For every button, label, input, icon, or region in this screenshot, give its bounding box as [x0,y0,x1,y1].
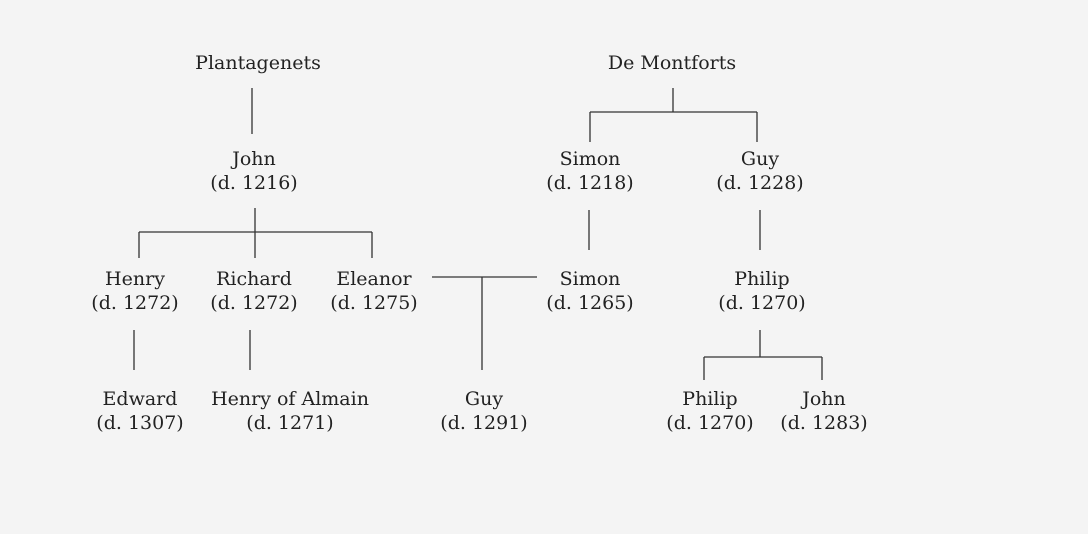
person-name: Edward [102,388,178,410]
person-simon-1218: Simon (d. 1218) [546,147,633,195]
person-dates: (d. 1307) [96,412,184,434]
person-dates: (d. 1270) [666,412,754,434]
person-name: John [232,148,276,170]
person-name: Eleanor [336,268,412,290]
person-name: Guy [464,388,504,410]
family-de-montforts: De Montforts [608,51,736,75]
person-simon-1265: Simon (d. 1265) [546,267,633,315]
person-philip-1270-son: Philip (d. 1270) [666,387,753,435]
person-dates: (d. 1271) [246,412,334,434]
person-dates: (d. 1272) [210,292,298,314]
person-name: Simon [559,268,621,290]
person-name: Philip [734,268,790,290]
person-name: Richard [216,268,292,290]
person-richard-1272: Richard (d. 1272) [210,267,297,315]
person-henry-of-almain-1271: Henry of Almain (d. 1271) [211,387,369,435]
person-dates: (d. 1216) [210,172,298,194]
family-name: Plantagenets [195,52,321,74]
person-dates: (d. 1265) [546,292,634,314]
person-name: Henry [105,268,165,290]
person-dates: (d. 1291) [440,412,528,434]
person-guy-1291: Guy (d. 1291) [440,387,527,435]
family-name: De Montforts [607,52,737,74]
person-eleanor-1275: Eleanor (d. 1275) [330,267,417,315]
person-edward-1307: Edward (d. 1307) [96,387,183,435]
person-john-1216: John (d. 1216) [210,147,297,195]
person-dates: (d. 1272) [91,292,179,314]
person-name: Guy [740,148,780,170]
person-john-1283: John (d. 1283) [780,387,867,435]
person-dates: (d. 1283) [780,412,868,434]
person-name: Philip [682,388,738,410]
person-name: Simon [559,148,621,170]
person-name: John [802,388,846,410]
person-dates: (d. 1228) [716,172,804,194]
person-henry-1272: Henry (d. 1272) [91,267,178,315]
person-philip-1270: Philip (d. 1270) [718,267,805,315]
person-guy-1228: Guy (d. 1228) [716,147,803,195]
person-dates: (d. 1218) [546,172,634,194]
person-dates: (d. 1270) [718,292,806,314]
person-name: Henry of Almain [211,388,369,410]
family-plantagenets: Plantagenets [195,51,321,75]
person-dates: (d. 1275) [330,292,418,314]
